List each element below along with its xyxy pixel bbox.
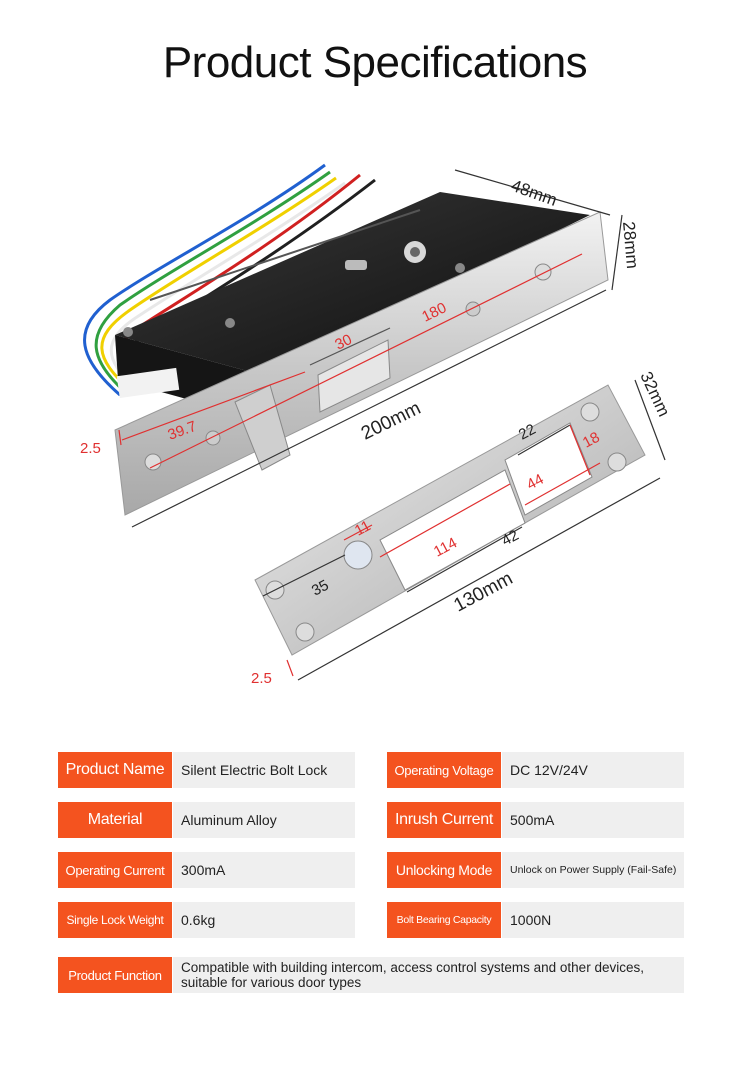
spec-row-inrush-current: Inrush Current 500mA bbox=[387, 802, 684, 838]
lock-edge-offset-label: 2.5 bbox=[80, 440, 101, 457]
spec-row-operating-current: Operating Current 300mA bbox=[58, 852, 355, 888]
spec-row-material: Material Aluminum Alloy bbox=[58, 802, 355, 838]
spec-value: Silent Electric Bolt Lock bbox=[173, 752, 355, 788]
spec-label: Inrush Current bbox=[387, 802, 501, 838]
spec-row-product-function: Product Function Compatible with buildin… bbox=[58, 957, 684, 993]
strike-slot-height-label: 18 bbox=[580, 429, 603, 452]
spec-value: Unlock on Power Supply (Fail-Safe) bbox=[502, 852, 684, 888]
spec-row-bolt-bearing-capacity: Bolt Bearing Capacity 1000N bbox=[387, 902, 684, 938]
spec-label: Product Name bbox=[58, 752, 172, 788]
spec-label: Bolt Bearing Capacity bbox=[387, 902, 501, 938]
strike-slot-width-label: 22 bbox=[516, 421, 539, 444]
spec-label: Single Lock Weight bbox=[58, 902, 172, 938]
spec-value: 500mA bbox=[502, 802, 684, 838]
product-dimension-diagram: 48mm 28mm 200mm 180 30 39.7 2.5 32mm 130… bbox=[80, 163, 674, 687]
spec-row-unlocking-mode: Unlocking Mode Unlock on Power Supply (F… bbox=[387, 852, 684, 888]
spec-label: Operating Current bbox=[58, 852, 172, 888]
spec-row-operating-voltage: Operating Voltage DC 12V/24V bbox=[387, 752, 684, 788]
spec-value: Compatible with building intercom, acces… bbox=[173, 957, 684, 993]
strike-dimension-lines bbox=[262, 379, 666, 681]
spec-label: Unlocking Mode bbox=[387, 852, 501, 888]
spec-value: DC 12V/24V bbox=[502, 752, 684, 788]
spec-value: 300mA bbox=[173, 852, 355, 888]
lock-length-label: 200mm bbox=[358, 398, 424, 445]
spec-value: Aluminum Alloy bbox=[173, 802, 355, 838]
spec-label: Product Function bbox=[58, 957, 172, 993]
strike-edge-offset-label: 2.5 bbox=[251, 670, 272, 687]
bolt-length-label: 30 bbox=[332, 331, 354, 354]
spec-row-single-lock-weight: Single Lock Weight 0.6kg bbox=[58, 902, 355, 938]
page-title: Product Specifications bbox=[162, 38, 588, 87]
strike-hole-offset-label: 35 bbox=[309, 577, 332, 600]
spec-value: 1000N bbox=[502, 902, 684, 938]
strike-plate bbox=[254, 384, 646, 656]
spec-value: 0.6kg bbox=[173, 902, 355, 938]
lock-dimension-lines bbox=[118, 169, 623, 528]
strike-slot-length-label: 44 bbox=[524, 471, 547, 494]
spec-label: Operating Voltage bbox=[387, 752, 501, 788]
strike-hole-diameter-label: 11 bbox=[352, 517, 374, 539]
spec-label: Material bbox=[58, 802, 172, 838]
strike-width-label: 32mm bbox=[636, 369, 673, 420]
lock-height-label: 28mm bbox=[619, 221, 642, 270]
spec-row-product-name: Product Name Silent Electric Bolt Lock bbox=[58, 752, 355, 788]
strike-opening-height-label: 42 bbox=[499, 527, 522, 550]
strike-length-label: 130mm bbox=[450, 568, 516, 616]
